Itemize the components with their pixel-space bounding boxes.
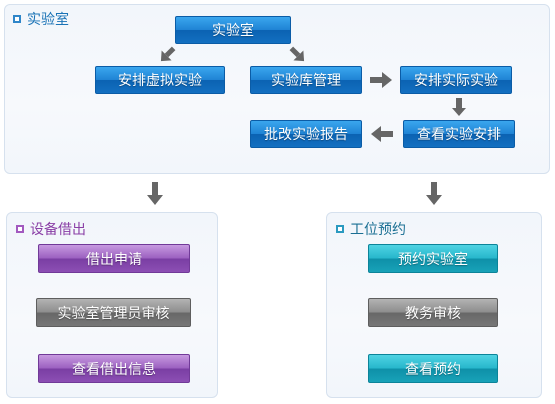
square-bullet-icon xyxy=(16,225,24,233)
arrow-down-icon xyxy=(426,182,442,205)
arrow-right-icon xyxy=(370,72,392,88)
square-bullet-icon xyxy=(13,15,21,23)
academic-review-box[interactable]: 教务审核 xyxy=(368,298,498,327)
virtual-experiment-box[interactable]: 安排虚拟实验 xyxy=(95,66,225,94)
arrow-down-left-icon xyxy=(160,46,176,62)
admin-review-box[interactable]: 实验室管理员审核 xyxy=(36,298,191,327)
device-borrow-panel-title: 设备借出 xyxy=(16,219,86,239)
view-borrow-info-box[interactable]: 查看借出信息 xyxy=(38,354,190,383)
arrow-down-icon xyxy=(147,182,163,205)
arrow-left-icon xyxy=(371,126,393,142)
arrow-down-right-icon xyxy=(289,46,305,62)
device-borrow-title-text: 设备借出 xyxy=(30,222,86,238)
experiment-library-box[interactable]: 实验库管理 xyxy=(250,66,362,94)
workstation-booking-title-text: 工位预约 xyxy=(350,222,406,238)
view-booking-box[interactable]: 查看预约 xyxy=(368,354,498,383)
actual-experiment-box[interactable]: 安排实际实验 xyxy=(400,66,512,94)
book-lab-box[interactable]: 预约实验室 xyxy=(368,244,498,273)
lab-box[interactable]: 实验室 xyxy=(175,16,291,44)
square-bullet-icon xyxy=(336,225,344,233)
workstation-booking-panel-title: 工位预约 xyxy=(336,219,406,239)
arrow-down-icon xyxy=(452,98,466,116)
lab-panel-title-text: 实验室 xyxy=(27,12,69,28)
lab-panel-title: 实验室 xyxy=(13,9,69,29)
borrow-request-box[interactable]: 借出申请 xyxy=(38,244,190,273)
review-report-box[interactable]: 批改实验报告 xyxy=(250,120,362,148)
view-schedule-box[interactable]: 查看实验安排 xyxy=(403,120,515,148)
